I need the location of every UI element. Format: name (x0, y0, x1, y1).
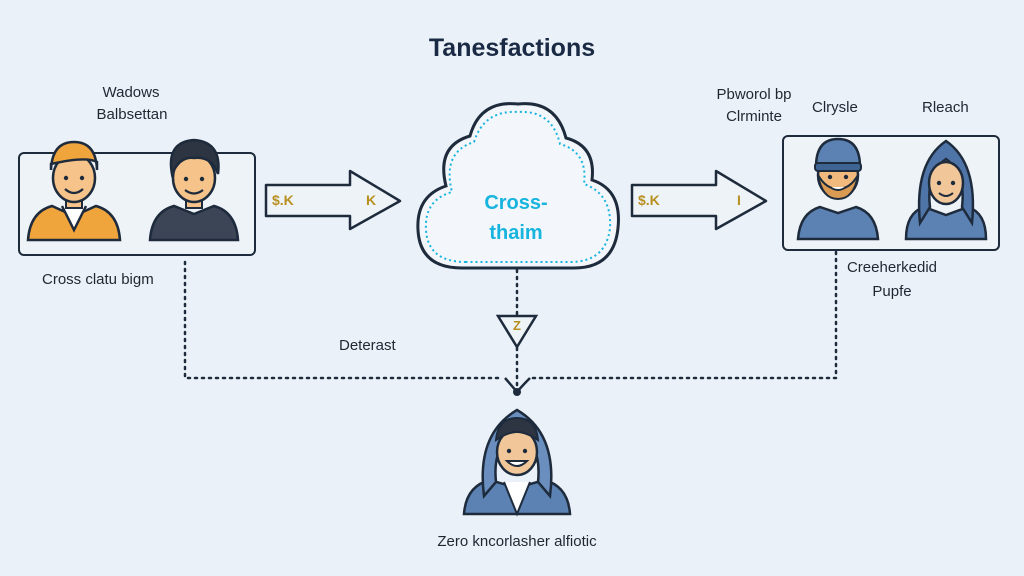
left-arrow-text-right: K (366, 192, 377, 208)
beanie-person-avatar (792, 133, 884, 241)
left-group-label-line2: Balbsettan (96, 106, 168, 123)
left-dotted-connector (183, 260, 504, 380)
junction-dot (513, 388, 521, 396)
bottom-hooded-person-avatar (460, 404, 574, 518)
bottom-caption: Zero kncorlasher alfiotic (437, 533, 597, 550)
down-triangle-marker (495, 314, 539, 350)
right-flow-arrow (630, 169, 768, 231)
cloud-inner-dotted (424, 110, 612, 263)
down-marker-text: Z (513, 318, 521, 333)
right-person2-name: Rleach (922, 99, 969, 116)
dark-shirt-person-avatar (146, 134, 242, 242)
left-arrow-text-left: $.K (272, 192, 294, 208)
right-group-label-line1: Pbworol bp (716, 86, 792, 103)
right-person1-name: Clrysle (812, 99, 858, 116)
cloud-label-line1: Cross- (484, 192, 548, 214)
right-dotted-connector (530, 250, 838, 380)
cloud-shape (416, 102, 620, 270)
diagram-title: Tanesfactions (428, 34, 596, 62)
left-flow-arrow (264, 169, 402, 231)
right-group-label-line2: Clrminte (726, 108, 782, 125)
left-group-label-line1: Wadows (102, 84, 160, 101)
right-group-caption-line1: Creeherkedid (846, 259, 938, 276)
hooded-person-avatar (900, 133, 992, 241)
deterast-label: Deterast (339, 337, 396, 354)
right-arrow-text-right: I (737, 192, 741, 208)
right-group-caption-line2: Pupfe (872, 283, 912, 300)
left-group-caption: Cross clatu bigm (42, 271, 154, 288)
orange-person-avatar (26, 134, 122, 242)
cloud-label-line2: thaim (489, 222, 543, 244)
right-arrow-text-left: $.K (638, 192, 660, 208)
